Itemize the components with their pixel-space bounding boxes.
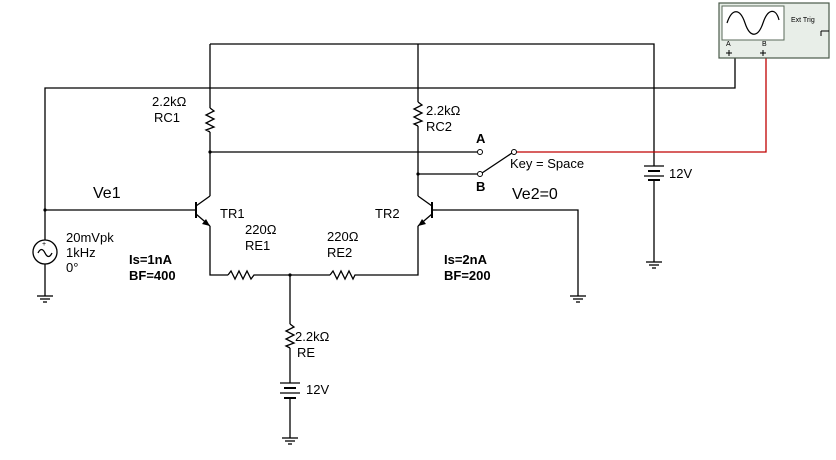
switch-key-label: Key = Space — [510, 156, 584, 171]
re-name-label: RE — [297, 345, 315, 360]
tr1-bf-label: BF=400 — [129, 268, 176, 283]
battery-vee — [280, 382, 300, 399]
battery-vcc — [644, 160, 664, 181]
scope-ch-b-label: B — [762, 41, 767, 48]
oscilloscope[interactable]: Ext Trig A B — [718, 2, 830, 59]
resistor-re2 — [329, 269, 357, 281]
ac-voltage-source: + — [32, 239, 58, 265]
transistor-tr1 — [195, 195, 211, 227]
re1-name-label: RE1 — [245, 238, 270, 253]
scope-ch-a-label: A — [726, 41, 731, 48]
scope-ext-trig-label: Ext Trig — [791, 17, 815, 24]
source-phase-label: 0° — [66, 260, 78, 275]
resistor-re — [284, 323, 296, 349]
switch-a-label: A — [476, 131, 486, 146]
rc1-name-label: RC1 — [154, 110, 180, 125]
svg-text:+: + — [42, 241, 46, 248]
vcc-value-label: 12V — [669, 166, 692, 181]
net-ve2-label: Ve2=0 — [512, 186, 558, 203]
rc2-name-label: RC2 — [426, 119, 452, 134]
resistor-rc1 — [204, 107, 216, 133]
tr2-name-label: TR2 — [375, 206, 400, 221]
transistor-tr2 — [417, 195, 433, 227]
ground-symbol-source — [37, 295, 53, 303]
ground-symbol-re — [282, 437, 298, 445]
tr2-bf-label: BF=200 — [444, 268, 491, 283]
resistor-re1 — [227, 269, 256, 281]
re2-name-label: RE2 — [327, 245, 352, 260]
tr1-name-label: TR1 — [220, 206, 245, 221]
tr1-is-label: Is=1nA — [129, 252, 173, 267]
ground-symbol-tr2 — [570, 295, 586, 303]
vee-value-label: 12V — [306, 382, 329, 397]
wires — [44, 43, 767, 438]
source-amp-label: 20mVpk — [66, 230, 114, 245]
re1-value-label: 220Ω — [245, 222, 277, 237]
tr2-is-label: Is=2nA — [444, 252, 488, 267]
ground-symbol-vcc — [646, 261, 662, 269]
rc1-value-label: 2.2kΩ — [152, 94, 187, 109]
net-ve1-label: Ve1 — [93, 185, 121, 202]
junction-dots — [43, 150, 420, 277]
source-freq-label: 1kHz — [66, 245, 96, 260]
switch-b-label: B — [476, 179, 485, 194]
re-value-label: 2.2kΩ — [295, 329, 330, 344]
rc2-value-label: 2.2kΩ — [426, 103, 461, 118]
toggle-switch[interactable] — [477, 149, 517, 177]
resistor-rc2 — [412, 101, 424, 127]
re2-value-label: 220Ω — [327, 229, 359, 244]
scope-waveform-icon — [726, 10, 780, 35]
